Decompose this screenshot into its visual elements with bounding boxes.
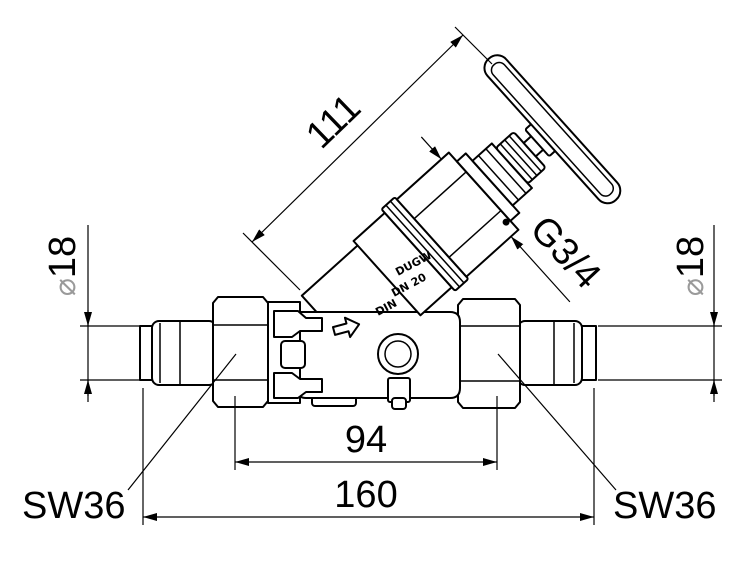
- flange-top-claw: [273, 310, 323, 338]
- stem-length-label: 111: [298, 87, 369, 157]
- stem-nut-ridge-2: [504, 139, 538, 177]
- right-press-fitting: [517, 320, 583, 386]
- handwheel: [483, 54, 622, 205]
- left-pipe-connection: [139, 320, 217, 386]
- right-union-nut-outline: [457, 298, 521, 409]
- body-test-port-inner: [384, 340, 412, 368]
- drain-spigot-cap: [391, 397, 407, 410]
- overall-length-label: 160: [334, 474, 397, 516]
- left-press-fitting: [151, 320, 217, 386]
- valve-body: [267, 301, 461, 410]
- union-spacing-label: 94: [345, 419, 387, 461]
- handwheel-inner-edge: [490, 61, 615, 197]
- dimension-union-spacing: 94: [234, 396, 498, 470]
- right-pipe-connection: [517, 320, 597, 386]
- wrench-size-left: SW36: [22, 353, 237, 527]
- flow-direction-arrow-icon: [331, 316, 361, 339]
- right-union-nut: [457, 298, 521, 409]
- hex-face-line-2: [448, 209, 502, 258]
- thread-dimension-arrow-top: [420, 136, 442, 160]
- stem-length-extension-top: [454, 26, 493, 65]
- dimension-overall-length: 160: [142, 388, 595, 525]
- stem-length-dimension-line: [251, 34, 464, 243]
- bonnet-marker-dot: [502, 218, 510, 226]
- wrench-size-right-label: SW36: [613, 485, 716, 527]
- left-union-nut-outline: [212, 296, 269, 408]
- wrench-size-left-label: SW36: [22, 485, 125, 527]
- sleeve-line-1: [477, 154, 520, 201]
- stem-length-extension-bottom: [242, 232, 301, 291]
- thread-dimension-arrow-bottom: [510, 236, 571, 303]
- thread-size-label: G3/4: [522, 208, 609, 297]
- flange-bottom-claw: [273, 372, 323, 399]
- sleeve-line-2: [485, 148, 527, 194]
- right-diameter-value: 18: [670, 236, 712, 278]
- body-test-port: [377, 333, 419, 375]
- left-union-nut: [212, 296, 269, 408]
- diameter-symbol-icon: ⌀: [48, 278, 83, 296]
- stem-nut-ridge-1: [499, 143, 533, 181]
- left-diameter-value: 18: [42, 236, 84, 278]
- wrench-size-right-leader: [497, 353, 617, 491]
- wrench-size-right: SW36: [497, 353, 716, 527]
- stem-nut-ridge-3: [508, 135, 542, 173]
- wrench-size-left-leader: [127, 353, 237, 491]
- dimension-pipe-diameter-left: ⌀18: [42, 225, 142, 402]
- right-diameter-label: ⌀18: [670, 236, 712, 296]
- dimension-pipe-diameter-right: ⌀18: [598, 225, 722, 402]
- left-diameter-label: ⌀18: [42, 236, 84, 296]
- diameter-symbol-icon: ⌀: [676, 278, 711, 296]
- flange-center-opening: [280, 340, 306, 369]
